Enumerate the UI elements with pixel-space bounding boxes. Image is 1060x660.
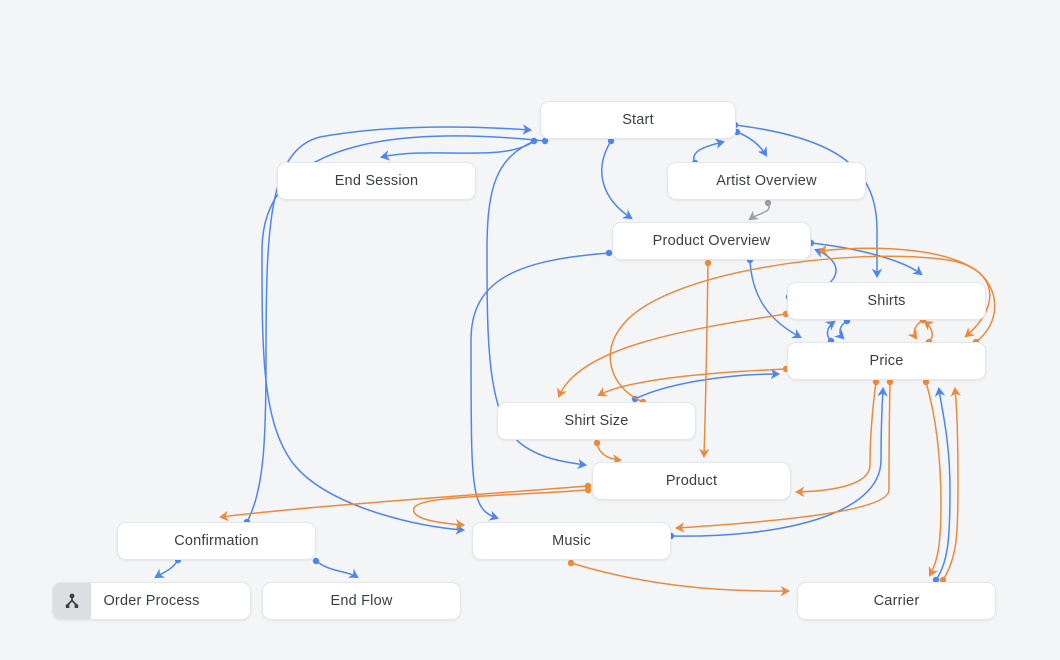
edge-price-to-product-overview[interactable] xyxy=(817,245,996,343)
edge-source-dot xyxy=(922,378,930,386)
edge-confirmation-to-order-process[interactable] xyxy=(154,559,179,579)
node-confirmation[interactable]: Confirmation xyxy=(117,522,316,560)
edge-product-to-confirmation[interactable] xyxy=(218,485,589,522)
edge-music-to-price[interactable] xyxy=(670,386,888,537)
node-product-overview[interactable]: Product Overview xyxy=(612,222,811,260)
edge-start-to-product[interactable] xyxy=(486,140,588,470)
node-artist-overview[interactable]: Artist Overview xyxy=(667,162,866,200)
edge-price-to-carrier[interactable] xyxy=(925,381,942,577)
node-start[interactable]: Start xyxy=(540,101,736,139)
node-label: Product xyxy=(665,473,718,489)
edge-source-dot xyxy=(530,137,538,145)
node-label: Shirt Size xyxy=(564,413,629,429)
node-music[interactable]: Music xyxy=(472,522,671,560)
subflow-icon xyxy=(52,582,91,620)
edge-source-dot xyxy=(764,199,772,207)
edge-source-dot xyxy=(939,576,947,584)
edge-artist-overview-to-start[interactable] xyxy=(693,138,726,164)
node-label: Product Overview xyxy=(652,233,771,249)
node-order-process[interactable]: Order Process xyxy=(52,582,251,620)
node-label: Shirts xyxy=(867,293,906,309)
edge-start-to-end-session[interactable] xyxy=(379,140,535,161)
edge-carrier-to-price[interactable] xyxy=(942,386,961,581)
edge-source-dot xyxy=(607,137,615,145)
edge-price-to-product[interactable] xyxy=(794,381,877,498)
edge-source-dot xyxy=(541,137,549,145)
edge-carrier-to-price[interactable] xyxy=(934,386,951,581)
edge-product-overview-to-music[interactable] xyxy=(470,252,610,521)
edge-confirmation-to-end-flow[interactable] xyxy=(315,560,359,579)
node-end-flow[interactable]: End Flow xyxy=(262,582,461,620)
node-label: Artist Overview xyxy=(716,173,817,189)
edge-source-dot xyxy=(312,557,320,565)
node-label: End Flow xyxy=(330,593,393,609)
edge-start-to-shirts[interactable] xyxy=(734,124,883,279)
node-end-session[interactable]: End Session xyxy=(277,162,476,200)
edge-product-overview-to-price[interactable] xyxy=(749,259,802,339)
edge-shirt-size-to-product[interactable] xyxy=(596,442,623,465)
node-product[interactable]: Product xyxy=(592,462,791,500)
node-shirts[interactable]: Shirts xyxy=(787,282,986,320)
edge-confirmation-to-start[interactable] xyxy=(246,124,533,523)
edge-start-to-artist-overview[interactable] xyxy=(736,131,768,157)
edge-source-dot xyxy=(704,259,712,267)
edge-source-dot xyxy=(886,378,894,386)
node-label: Price xyxy=(869,353,904,369)
edge-price-to-music[interactable] xyxy=(674,381,891,533)
node-shirt-size[interactable]: Shirt Size xyxy=(497,402,696,440)
node-label: End Session xyxy=(334,173,419,189)
node-carrier[interactable]: Carrier xyxy=(797,582,996,620)
edge-source-dot xyxy=(584,486,592,494)
edge-shirt-size-to-price[interactable] xyxy=(634,368,781,400)
edge-shirt-size-to-price[interactable] xyxy=(609,255,991,403)
edge-source-dot xyxy=(567,559,575,567)
edge-price-to-shirt-size[interactable] xyxy=(597,368,787,397)
edge-start-to-product-overview[interactable] xyxy=(601,140,633,220)
edge-source-dot xyxy=(605,249,613,257)
edge-product-overview-to-shirts[interactable] xyxy=(810,242,923,276)
node-label: Carrier xyxy=(873,593,920,609)
node-label: Music xyxy=(552,533,591,549)
edge-music-to-carrier[interactable] xyxy=(570,562,791,597)
edge-source-dot xyxy=(593,439,601,447)
node-label: Start xyxy=(622,112,654,128)
edge-shirts-to-shirt-size[interactable] xyxy=(557,313,787,398)
edge-product-to-music[interactable] xyxy=(413,489,589,530)
edge-product-overview-to-product[interactable] xyxy=(698,262,710,459)
node-price[interactable]: Price xyxy=(787,342,986,380)
edge-source-dot xyxy=(932,576,940,584)
edge-source-dot xyxy=(872,378,880,386)
node-label: Confirmation xyxy=(174,533,259,549)
